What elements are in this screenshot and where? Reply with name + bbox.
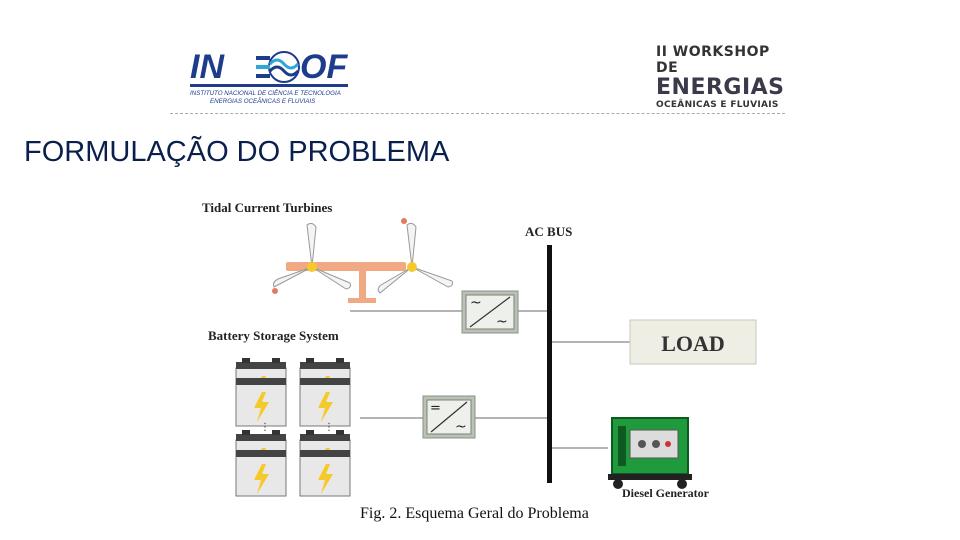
wave-emblem-icon <box>256 51 300 83</box>
header-divider <box>170 113 785 114</box>
workshop-line2: ENERGIAS <box>656 75 785 100</box>
svg-text:⋮: ⋮ <box>324 422 334 433</box>
ineof-logo: IN OF INSTITUTO NACIONAL DE CIÊNCIA E TE… <box>186 44 356 110</box>
workshop-line3: OCEÂNICAS E FLUVIAIS <box>656 100 779 110</box>
workshop-logo: II WORKSHOP DE ENERGIAS OCEÂNICAS E FLUV… <box>656 44 786 110</box>
load-label: LOAD <box>661 331 725 356</box>
ac-bus-label: AC BUS <box>525 224 572 239</box>
logo-subtitle-line1: INSTITUTO NACIONAL DE CIÊNCIA E TECNOLOG… <box>190 89 341 97</box>
figure-caption: Fig. 2. Esquema Geral do Problema <box>360 505 589 522</box>
battery-icon <box>235 450 287 497</box>
dc-ac-converter: = ~ <box>422 395 476 439</box>
page-title: FORMULAÇÃO DO PROBLEMA <box>24 136 450 168</box>
diesel-generator-label: Diesel Generator <box>622 486 710 500</box>
battery-icon <box>235 378 287 427</box>
ac-ac-converter: ~ ~ <box>461 290 519 334</box>
converter-bottom-symbol-a: = <box>430 401 441 416</box>
tidal-turbines-icon <box>272 218 453 303</box>
logo-subtitle-line2: ENERGIAS OCEÂNICAS E FLUVIAIS <box>210 98 316 105</box>
load-box: LOAD <box>629 319 757 365</box>
svg-text:⋮: ⋮ <box>260 422 270 433</box>
workshop-line1: II WORKSHOP DE <box>656 44 770 76</box>
diesel-generator-icon <box>608 417 692 489</box>
turbines-label: Tidal Current Turbines <box>202 200 332 215</box>
battery-bank: ⋮ ⋮ <box>230 348 360 498</box>
converter-top-symbol-a: ~ <box>470 295 482 311</box>
system-diagram: Tidal Current Turbines AC BUS Battery St… <box>202 200 757 500</box>
battery-icon <box>299 378 351 427</box>
converter-top-symbol-b: ~ <box>496 314 508 330</box>
converter-bottom-symbol-b: ~ <box>455 419 467 435</box>
battery-icon <box>299 450 351 497</box>
battery-label: Battery Storage System <box>208 328 339 343</box>
logo-wordmark-right: OF <box>300 48 348 86</box>
logo-wordmark-left: IN <box>190 48 225 86</box>
ac-bus-line <box>547 245 552 483</box>
